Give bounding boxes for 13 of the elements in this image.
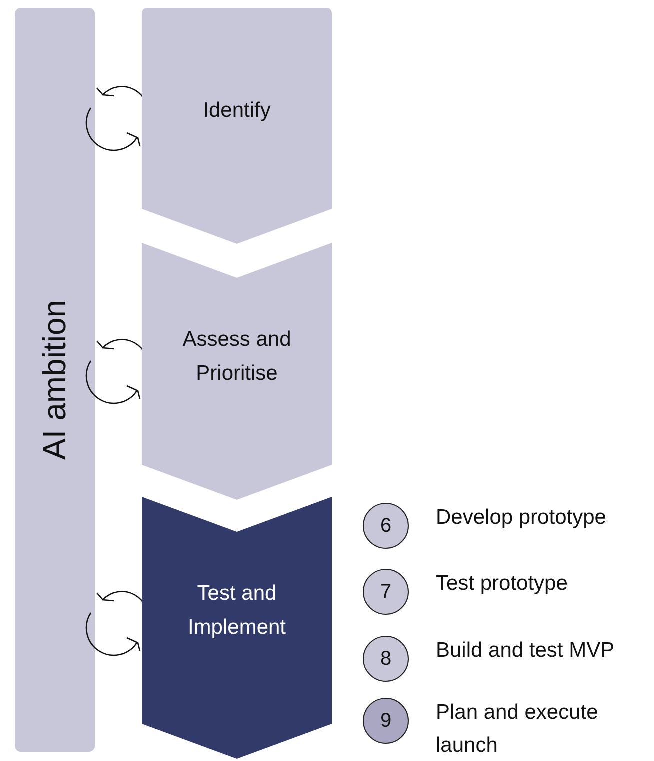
step-number: 6 [363, 503, 409, 549]
step-label: Assess and Prioritise [182, 327, 292, 387]
bar-label: AI ambition [36, 300, 74, 460]
step-text: Test prototype [436, 571, 569, 597]
step-label: Identify [202, 98, 272, 124]
step-text: Plan and execute launch [436, 700, 600, 759]
step-number: 9 [363, 698, 409, 744]
step-label: Test and Implement [186, 581, 288, 641]
ambition-bar [15, 8, 95, 752]
step-number: 8 [363, 636, 409, 682]
step-text: Build and test MVP [436, 638, 616, 664]
step-number: 7 [363, 569, 409, 615]
step-text: Develop prototype [436, 505, 608, 531]
